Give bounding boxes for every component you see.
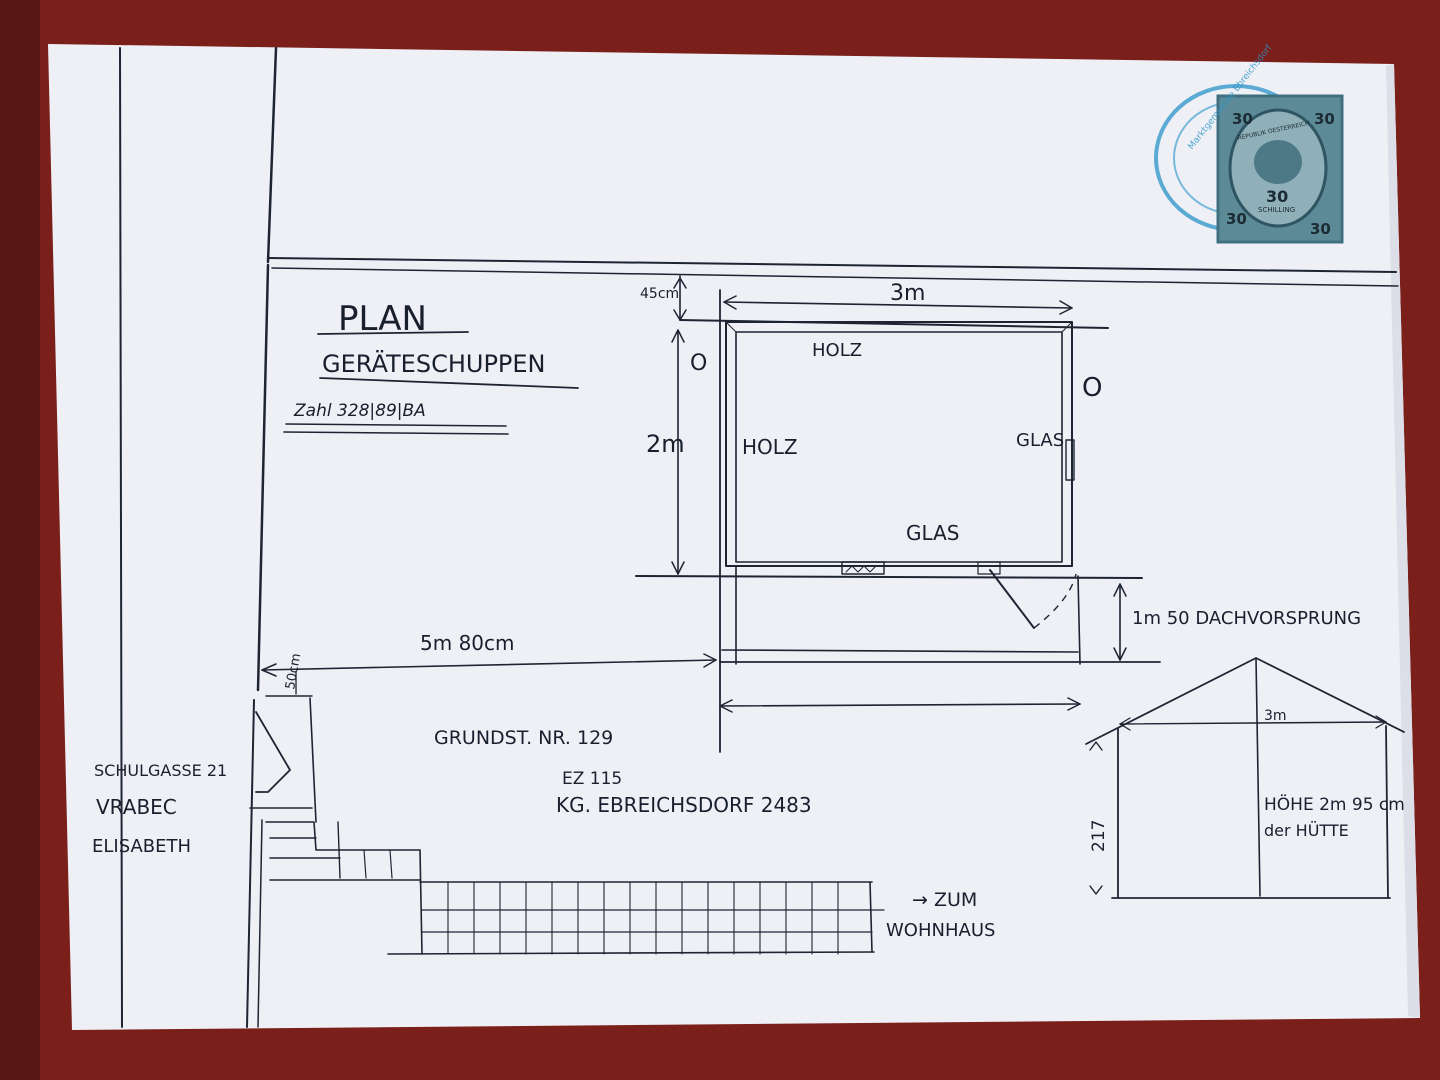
property-line-lower-b [257,819,263,1028]
paper-edge-shade [1386,64,1420,1018]
elevation-width-arrows [1119,715,1387,731]
path-left-edge [419,849,423,955]
owner-firstname: ELISABETH [92,836,191,857]
stamp-value-tl: 30 [1232,110,1253,128]
boundary-line-top-inner [271,267,1399,287]
owner-surname: VRABEC [96,795,177,819]
gate-post [309,697,317,823]
shed-elevation: 3m HÖHE 2m 95 cm der HÜTTE 217 [1085,657,1405,899]
property-line-left [256,263,270,692]
elevation-side-arrows [1089,741,1103,895]
shed-outer-wall [725,321,1073,567]
stamp-denomination: SCHILLING [1258,206,1295,214]
dim-45-arrows [673,277,687,321]
door-mark [977,561,1001,575]
marker-left: O [690,351,707,376]
parcel-kg: KG. EBREICHSDORF 2483 [556,793,812,817]
window-mark-side [1065,439,1075,481]
parcel-ez: EZ 115 [562,769,622,789]
plan-reference: Zahl 328|89|BA [293,401,426,421]
dim-45-label: 45cm [640,286,679,302]
elevation-width-label: 3m [1264,708,1287,724]
dim-3m-bottom-arrows [719,697,1081,713]
stair-riser-3 [389,849,393,879]
window-mark-front [841,561,885,575]
door-swing-arc [1033,573,1077,629]
material-left: HOLZ [742,435,798,459]
dim-overhang-label: 1m 50 DACHVORSPRUNG [1132,608,1361,629]
gate-leaf [255,711,291,793]
path-right-edge [869,881,873,953]
material-right: GLAS [1016,430,1064,451]
door-leaf [989,569,1035,629]
table-shadow [0,0,40,1080]
dim-580-arrows [261,653,717,677]
elevation-right-wall [1385,725,1389,899]
direction-line1: → ZUM [912,889,977,911]
elevation-height-label: HÖHE 2m 95 cm [1264,793,1405,815]
roof-line-right [1077,575,1081,665]
stair-riser-2 [363,849,367,879]
stamp-value-tr: 30 [1314,110,1335,128]
marker-right: O [1082,373,1102,403]
shed-corner-tl [725,321,737,333]
stairs-path [265,821,885,955]
shed-corner-tr [1061,321,1073,333]
property-line-lower [246,699,255,1028]
plan-subtitle: GERÄTESCHUPPEN [322,349,546,378]
elevation-side-label: 217 [1089,820,1109,852]
elevation-height-sub: der HÜTTE [1264,821,1349,840]
dim-3m-bottom-line [719,703,1081,707]
stamp-value-bl: 30 [1226,210,1247,228]
dim-2m-arrows [671,329,685,575]
dim-50-label: 50cm [283,652,304,690]
stamp-value-br: 30 [1310,220,1331,238]
parcel-grundstueck: GRUNDST. NR. 129 [434,727,613,749]
dim-overhang-arrows [1113,583,1127,661]
reference-underline-1 [285,423,507,427]
street-line-left [119,47,123,1028]
roof-front-edge [721,649,1079,653]
dim-3m-arrows [723,295,1073,315]
boundary-line-top [267,257,1397,273]
shed-floor-plan [635,289,1161,753]
stamp-value-center: 30 [1266,187,1288,206]
property-line-top [266,46,278,264]
plan-title-underline [317,331,469,335]
elevation-width-line [1119,721,1387,725]
elevation-center-line [1255,657,1261,897]
reference-underline-2 [283,431,509,435]
plan-subtitle-underline [319,377,579,389]
stamp-coat-of-arms [1254,140,1302,184]
direction-line2: WOHNHAUS [886,920,995,941]
dim-3m-label: 3m [890,281,925,306]
dim-3m-line [723,301,1073,309]
path-bottom [387,951,875,955]
stair-outline-1 [265,821,341,851]
dim-2m-label: 2m [646,430,685,458]
material-top: HOLZ [812,340,862,361]
stair-riser-1 [337,821,341,879]
shed-inner-wall [735,331,1063,563]
window-hatch-front [845,565,877,573]
dim-580-line [261,659,717,671]
paper-sheet [48,44,1420,1030]
material-bottom: GLAS [906,521,959,545]
owner-address: SCHULGASSE 21 [94,761,227,780]
dim-580-label: 5m 80cm [420,631,515,655]
